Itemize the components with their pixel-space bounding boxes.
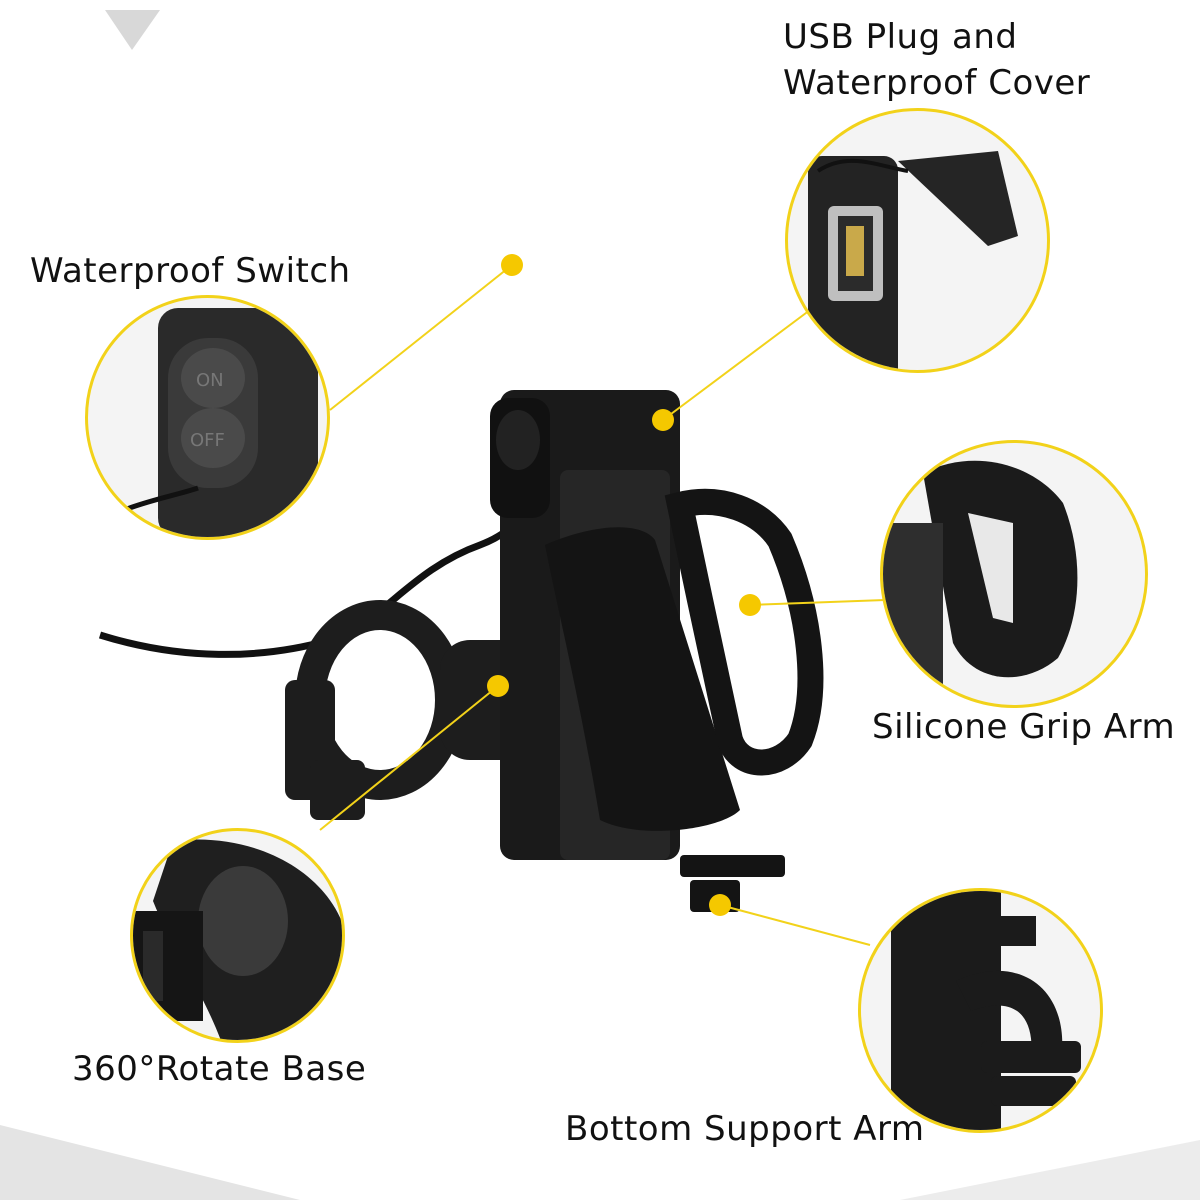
callout-usb-plug <box>785 108 1050 373</box>
top-arrow-icon <box>105 10 160 50</box>
leader-lines <box>319 264 886 946</box>
bottom-shade-right <box>900 1140 1200 1200</box>
callout-rotate-base <box>130 828 345 1043</box>
switch-off-text: OFF <box>190 430 225 451</box>
switch-on-text: ON <box>196 370 224 391</box>
dot-usb <box>652 409 674 431</box>
dot-bottom <box>709 894 731 916</box>
label-usb-plug: USB Plug and Waterproof Cover <box>783 17 1091 103</box>
label-waterproof-switch: Waterproof Switch <box>30 251 351 291</box>
label-silicone-grip: Silicone Grip Arm <box>872 707 1176 747</box>
label-rotate-base: 360°Rotate Base <box>72 1049 367 1089</box>
callout-bottom-support <box>858 888 1103 1133</box>
dot-base <box>487 675 509 697</box>
holder-body <box>490 390 824 912</box>
callout-silicone-grip <box>880 440 1148 708</box>
label-bottom-support: Bottom Support Arm <box>565 1109 925 1149</box>
dot-switch <box>501 254 523 276</box>
bottom-shade <box>0 1125 300 1200</box>
callout-dots <box>487 254 761 916</box>
callout-waterproof-switch: ON OFF <box>85 295 330 540</box>
dot-grip <box>739 594 761 616</box>
